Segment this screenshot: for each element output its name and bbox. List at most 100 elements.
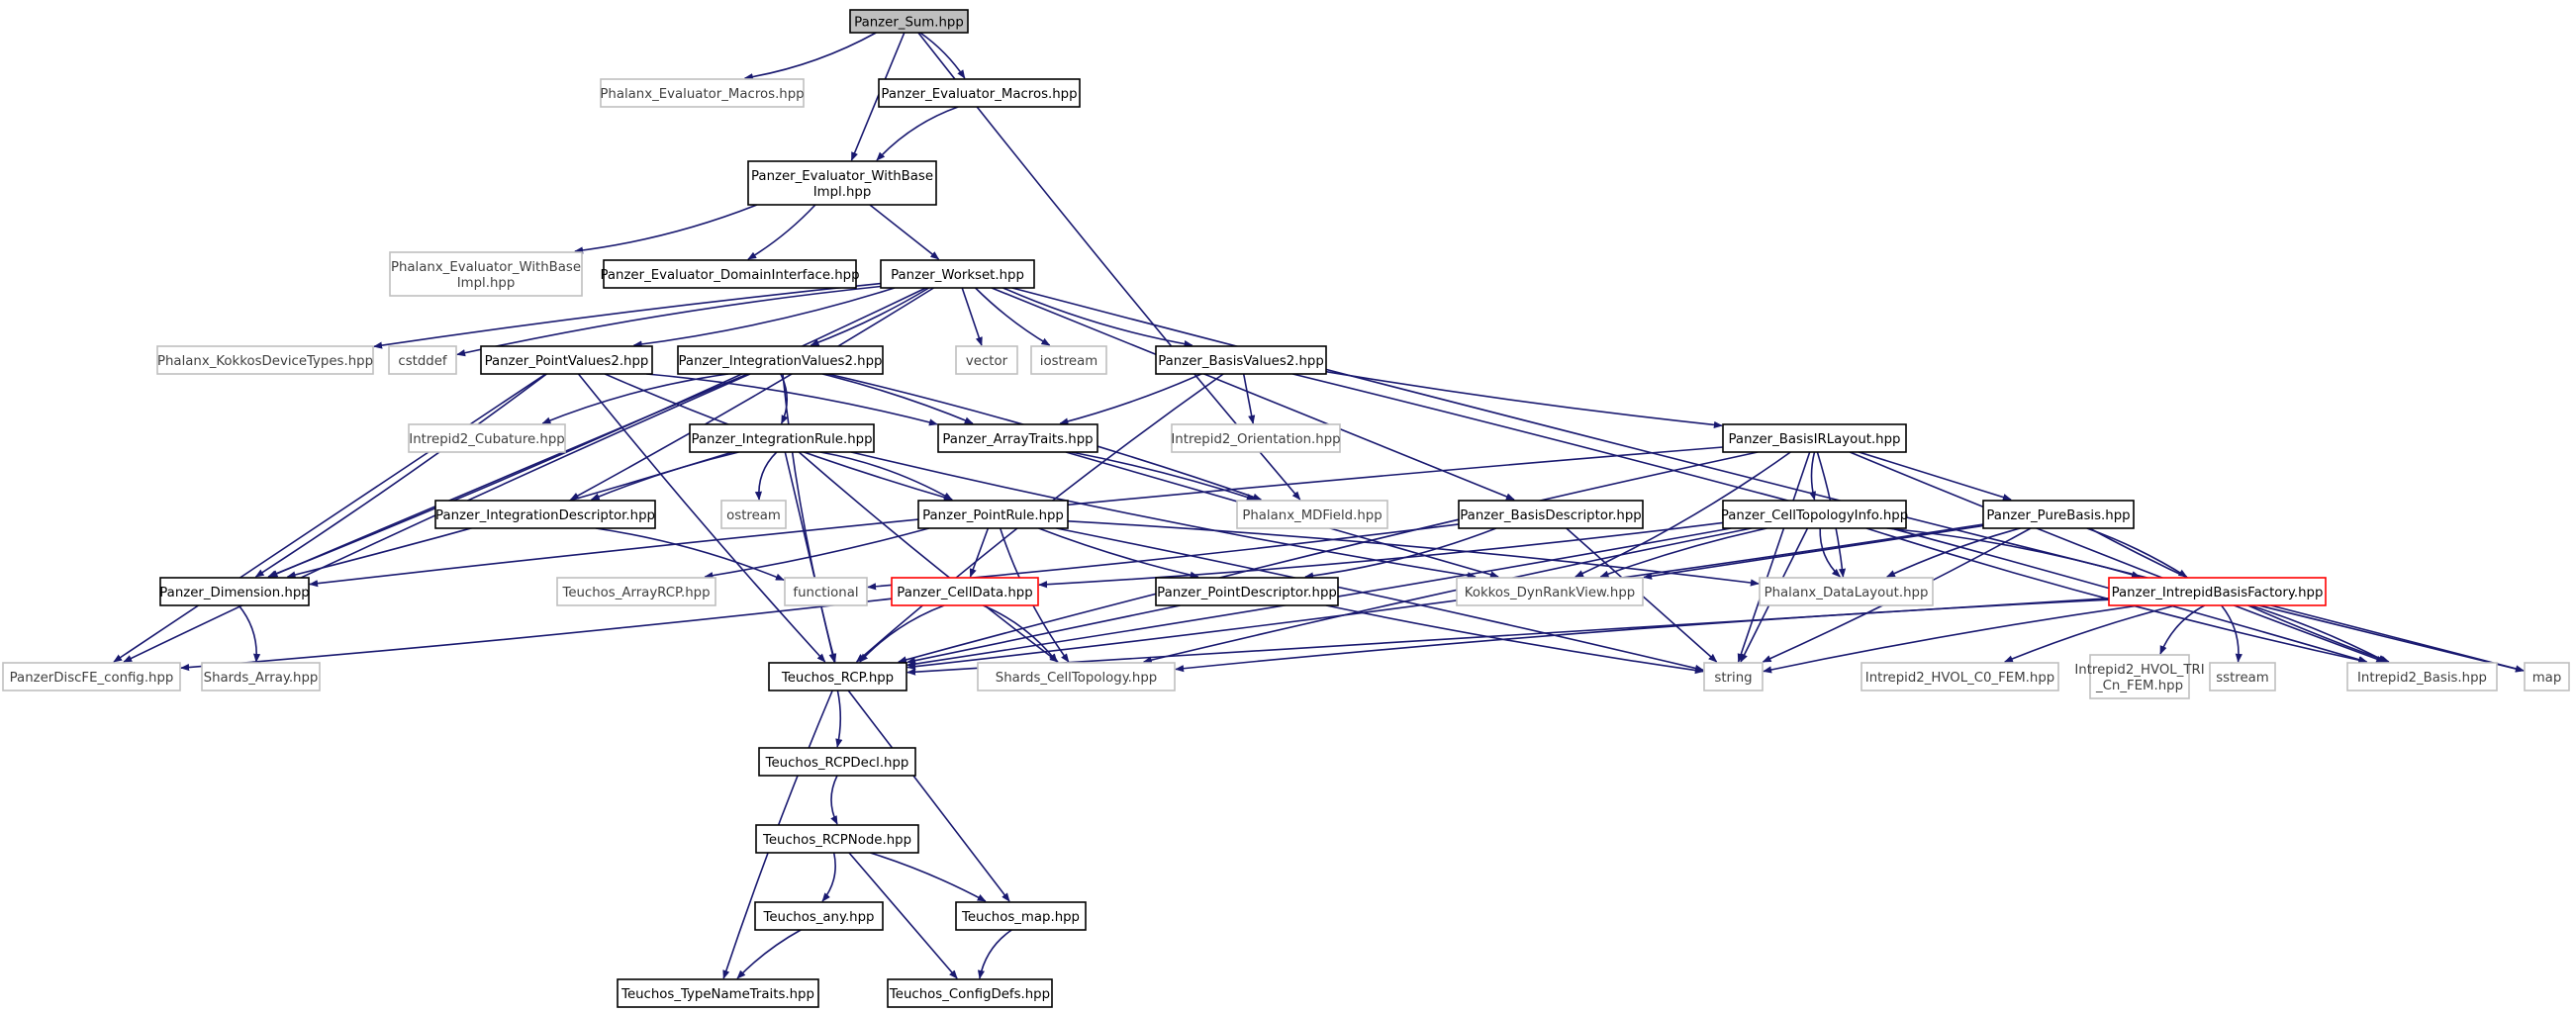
node-ibfactory[interactable]: Panzer_IntrepidBasisFactory.hpp: [2108, 577, 2327, 606]
node-sstream-box: [2209, 662, 2276, 691]
edge-workset-to-iostream: [975, 287, 1051, 346]
edge-pointrule-to-t_arrayrcp: [704, 527, 930, 580]
edge-celltopoinfo-to-shards_ct: [1142, 527, 1752, 664]
node-intrule-label: Panzer_IntegrationRule.hpp: [691, 432, 872, 447]
node-celltopoinfo[interactable]: Panzer_CellTopologyInfo.hpp: [1721, 500, 1908, 529]
node-i2_hvol_tri-label: Intrepid2_HVOL_TRI: [2074, 663, 2204, 678]
edge-t_any-to-t_typename: [736, 929, 802, 979]
node-pointdesc[interactable]: Panzer_PointDescriptor.hpp: [1155, 577, 1339, 606]
node-t_configdefs[interactable]: Teuchos_ConfigDefs.hpp: [887, 978, 1053, 1008]
node-celldata[interactable]: Panzer_CellData.hpp: [891, 577, 1039, 606]
edge-ibfactory-to-string: [1763, 604, 2140, 674]
node-shards_array: Shards_Array.hpp: [201, 662, 321, 691]
edge-basisvalues2-to-basisirlayout: [1325, 370, 1723, 429]
node-i2_basis: Intrepid2_Basis.hpp: [2346, 662, 2498, 691]
node-layer: Panzer_Sum.hppPhalanx_Evaluator_Macros.h…: [2, 9, 2570, 1008]
node-discfe-box: [2, 662, 181, 691]
node-ostream-label: ostream: [726, 508, 781, 523]
edge-intvalues2-to-dimension: [268, 373, 748, 578]
edge-pointrule-to-celldata: [969, 527, 990, 578]
node-ostream: ostream: [720, 500, 787, 529]
node-basisvalues2-label: Panzer_BasisValues2.hpp: [1158, 354, 1324, 369]
edge-basisirlayout-to-kokkos_drv: [1574, 451, 1791, 578]
node-pz_domain[interactable]: Panzer_Evaluator_DomainInterface.hpp: [600, 259, 860, 289]
edge-workset-to-basisvalues2: [1002, 287, 1193, 348]
node-cstddef-box: [388, 345, 457, 375]
node-basisirlayout[interactable]: Panzer_BasisIRLayout.hpp: [1722, 423, 1907, 453]
edge-celltopoinfo-to-phx_datalayout: [1819, 527, 1841, 578]
node-workset-box: [880, 259, 1035, 289]
edge-workset-to-phx_kokkos: [373, 282, 882, 349]
node-string-label: string: [1714, 671, 1752, 686]
edge-celldata-to-t_rcp: [859, 604, 945, 663]
node-intvalues2[interactable]: Panzer_IntegrationValues2.hpp: [677, 345, 884, 375]
node-sum[interactable]: Panzer_Sum.hpp: [849, 9, 969, 34]
node-t_rcpnode-box: [755, 824, 919, 854]
node-intdesc-label: Panzer_IntegrationDescriptor.hpp: [435, 508, 655, 523]
node-i2_orient-label: Intrepid2_Orientation.hpp: [1171, 432, 1340, 447]
node-pz_eval_macros[interactable]: Panzer_Evaluator_Macros.hpp: [878, 78, 1081, 108]
node-intrule[interactable]: Panzer_IntegrationRule.hpp: [689, 423, 875, 453]
node-dimension[interactable]: Panzer_Dimension.hpp: [159, 577, 310, 606]
edge-basisirlayout-to-t_rcp: [898, 451, 1759, 664]
node-basisdesc[interactable]: Panzer_BasisDescriptor.hpp: [1458, 500, 1644, 529]
edge-pointvalues2-to-arraytraits: [646, 373, 938, 426]
node-t_rcpdecl[interactable]: Teuchos_RCPDecl.hpp: [758, 747, 916, 777]
node-phx_mdfield: Phalanx_MDField.hpp: [1236, 500, 1388, 529]
node-i2_cubature-label: Intrepid2_Cubature.hpp: [409, 432, 564, 447]
node-t_arrayrcp-label: Teuchos_ArrayRCP.hpp: [561, 586, 710, 600]
node-i2_hvol_tri-label: _Cn_FEM.hpp: [2095, 679, 2183, 693]
node-iostream-box: [1030, 345, 1107, 375]
edge-ibfactory-to-sstream: [2221, 604, 2242, 663]
node-phx_eval_wbi-box: [389, 251, 583, 297]
node-t_rcp[interactable]: Teuchos_RCP.hpp: [768, 662, 907, 691]
node-t_rcpdecl-label: Teuchos_RCPDecl.hpp: [765, 756, 909, 771]
node-intdesc-box: [434, 500, 656, 529]
node-pointvalues2[interactable]: Panzer_PointValues2.hpp: [480, 345, 653, 375]
edge-workset-to-vector: [961, 287, 983, 346]
node-workset[interactable]: Panzer_Workset.hpp: [880, 259, 1035, 289]
node-t_rcpnode[interactable]: Teuchos_RCPNode.hpp: [755, 824, 919, 854]
node-t_map[interactable]: Teuchos_map.hpp: [955, 901, 1087, 931]
node-t_any-label: Teuchos_any.hpp: [762, 910, 874, 925]
edge-intrule-to-shards_ct: [798, 451, 1059, 663]
node-pointrule[interactable]: Panzer_PointRule.hpp: [917, 500, 1069, 529]
node-phx_mdfield-label: Phalanx_MDField.hpp: [1242, 508, 1382, 523]
node-i2_cubature-box: [408, 423, 566, 453]
node-basisdesc-label: Panzer_BasisDescriptor.hpp: [1460, 508, 1641, 523]
edge-t_rcp-to-t_map: [847, 690, 1010, 902]
node-basisvalues2[interactable]: Panzer_BasisValues2.hpp: [1155, 345, 1327, 375]
node-intdesc[interactable]: Panzer_IntegrationDescriptor.hpp: [434, 500, 656, 529]
edge-pointvalues2-to-discfe: [113, 373, 546, 663]
edge-sum-to-phx_eval_macros: [743, 32, 877, 81]
node-pz_eval_wbi-box: [747, 160, 937, 206]
edge-t_rcpnode-to-t_any: [821, 852, 836, 902]
node-t_any[interactable]: Teuchos_any.hpp: [754, 901, 884, 931]
node-t_typename-box: [617, 978, 819, 1008]
node-t_typename[interactable]: Teuchos_TypeNameTraits.hpp: [617, 978, 819, 1008]
node-purebasis[interactable]: Panzer_PureBasis.hpp: [1982, 500, 2135, 529]
node-i2_basis-box: [2346, 662, 2498, 691]
node-shards_array-label: Shards_Array.hpp: [204, 671, 319, 686]
edge-workset-to-pointvalues2: [632, 287, 896, 348]
node-celltopoinfo-label: Panzer_CellTopologyInfo.hpp: [1721, 508, 1908, 523]
node-pointrule-label: Panzer_PointRule.hpp: [922, 508, 1064, 523]
node-i2_orient: Intrepid2_Orientation.hpp: [1171, 423, 1341, 453]
node-shards_array-box: [201, 662, 321, 691]
edge-pointvalues2-to-t_rcp: [577, 373, 826, 663]
edge-purebasis-to-t_rcp: [906, 523, 1984, 671]
edge-t_rcp-to-t_rcpdecl: [835, 690, 843, 748]
edge-pointvalues2-to-dimension: [254, 373, 547, 578]
node-functional-box: [784, 577, 868, 606]
edge-ibfactory-to-map: [2270, 604, 2525, 673]
node-ostream-box: [720, 500, 787, 529]
node-arraytraits[interactable]: Panzer_ArrayTraits.hpp: [937, 423, 1098, 453]
node-shards_ct-label: Shards_CellTopology.hpp: [996, 671, 1157, 686]
node-purebasis-box: [1982, 500, 2135, 529]
edge-workset-to-cstddef: [456, 285, 882, 357]
node-kokkos_drv: Kokkos_DynRankView.hpp: [1456, 577, 1644, 606]
edge-basisvalues2-to-arraytraits: [1059, 373, 1202, 425]
edge-arraytraits-to-phx_mdfield: [1071, 451, 1256, 501]
